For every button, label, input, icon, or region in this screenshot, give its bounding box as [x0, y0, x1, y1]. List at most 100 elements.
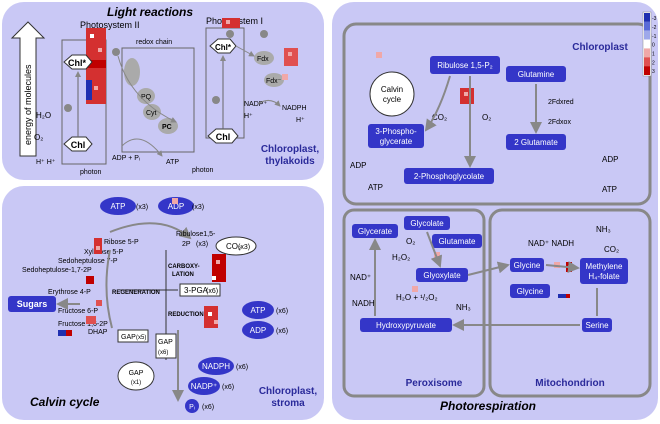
ribulose15b-label: 2P [182, 241, 191, 248]
glutamine-label: Glutamine [518, 70, 555, 79]
glycolate-node [404, 216, 450, 230]
nadp-label: NADP⁺ [244, 101, 267, 108]
calvin-gap-x5: (x5) [136, 335, 146, 341]
ps1-top-carrier-icon [226, 30, 234, 38]
cyt-node [143, 104, 161, 120]
serine-node [582, 318, 612, 332]
ps2-heatmap [86, 28, 106, 104]
photo-calvin-label-2: cycle [383, 95, 402, 104]
legend-swatch [644, 66, 650, 75]
atp-synth-arrow [121, 138, 163, 157]
ps1-chl-star-label: Chl* [215, 43, 232, 52]
ribose5p-label: Ribose 5-P [104, 239, 139, 246]
ps1-heatmap [222, 18, 240, 28]
calvin-subtitle-2: stroma [271, 398, 305, 409]
calvin-gap-label-1: GAP [121, 334, 136, 341]
chain-component-icon [124, 58, 140, 86]
glycolate-label: Glycolate [410, 219, 444, 228]
ps2-chl-star-node [63, 54, 93, 70]
calvin-adp-top-node [158, 197, 194, 215]
fdx-ox-label: 2Fdxox [548, 119, 571, 126]
legend-swatch [644, 57, 650, 67]
legend-swatch [644, 13, 650, 22]
legend-tick-label: 1 [652, 52, 655, 58]
methylene-label-1: Methylene [586, 262, 623, 271]
legend-tick-label: -3 [652, 16, 657, 22]
phosphoglycolate-label: 2-Phosphoglycolate [414, 172, 485, 181]
calvin-nadp-x6: (x6) [222, 384, 234, 391]
mitochondrion-compartment [488, 208, 652, 398]
calvin-nadp-label: NADP⁺ [191, 382, 217, 391]
calvin-subtitle-1: Chloroplast, [259, 386, 318, 397]
glycine2-node [510, 284, 550, 298]
perox-nad-label: NAD⁺ [350, 273, 371, 282]
ps2-chl-node [63, 136, 93, 152]
peroxisome-compartment [342, 208, 486, 398]
ps2-chl-label: Chl [71, 140, 86, 150]
glycerate-node [352, 224, 398, 238]
light-subtitle-2: thylakoids [265, 156, 315, 167]
glutamate-label: Glutamate [439, 237, 476, 246]
calvin-nadph-node [198, 357, 234, 375]
glyoxylate-to-glycine-arrow [467, 261, 510, 276]
photon-label-1: photon [80, 169, 102, 176]
calvin-adp-node [242, 321, 274, 339]
calvin-co2-label: CO₂ [226, 242, 241, 251]
reduction-label: REDUCTION [168, 312, 204, 318]
photo-adp-left-label: ADP [350, 161, 366, 170]
fdx-red-label: 2Fdxred [548, 99, 574, 106]
mito-nh3-label: NH₃ [596, 225, 611, 234]
calvin-pga-node [179, 283, 221, 297]
nadp-reduction-arrow [257, 100, 281, 107]
calvin-gap-x6: (x6) [158, 350, 168, 356]
ps1-chl-node [207, 128, 239, 144]
glycolate-oxidase-arrow [426, 231, 443, 268]
sedohept17-label: Sedoheptulose-1,7-2P [22, 267, 92, 274]
photo-pga-node [368, 124, 424, 148]
xylulose-label: Xylulose 5-P [84, 249, 124, 256]
ribulose-heatmap [460, 88, 474, 104]
sugars-label: Sugars [17, 299, 48, 309]
energy-axis-label: energy of molecules [23, 64, 33, 145]
photo-adp-label: ADP [602, 155, 618, 164]
chloroplast-compartment [342, 22, 652, 206]
carboxylation2-label: LATION [172, 272, 194, 278]
calvin-pga-label: 3-PGA [184, 286, 209, 295]
glycine1-node [510, 258, 544, 272]
calvin-gap-x5-node [117, 329, 149, 343]
h2o-label: H₂O [36, 111, 51, 120]
legend-tick-label: 2 [652, 60, 655, 66]
calvin-gap-out-node [117, 361, 155, 391]
photo-atp-label-right: ATP [602, 185, 617, 194]
fructose16-label: Fructose 1,6-2P [58, 321, 108, 328]
calvin-pi-label: Pᵢ [189, 404, 195, 411]
legend-swatch [644, 39, 650, 49]
peroxisome-label: Peroxisome [406, 378, 463, 389]
perox-h2o2-label: H₂O₂ [392, 253, 410, 262]
photo-ribulose-node [430, 56, 500, 74]
ribulose15-label: Ribulose1,5- [176, 231, 216, 238]
photo-ribulose-label: Ribulose 1,5-P₂ [437, 61, 493, 70]
h-plus2-label: H⁺ [244, 113, 253, 120]
glycerate-label: Glycerate [358, 227, 393, 236]
adp-heat-cell [172, 198, 178, 204]
regeneration-heatmap [58, 238, 102, 336]
photo-calvin-label-1: Calvin [381, 85, 403, 94]
pc-label: PC [162, 124, 172, 131]
fdx-minus-node [264, 73, 284, 87]
o2-label: O₂ [34, 133, 43, 142]
reduction-heatmap [204, 306, 218, 328]
regen-to-ribulose-arrow [109, 222, 192, 240]
fructose6p-label: Fructose 6-P [58, 308, 98, 315]
fdx-carrier-icon [260, 30, 268, 38]
chloroplast-label: Chloroplast [572, 42, 628, 53]
photo-pga-label-1: 3-Phospho- [375, 127, 417, 136]
legend-tick-label: -2 [652, 25, 657, 31]
calvin-atp-top-node [100, 197, 136, 215]
legend-tick-label: 3 [652, 69, 655, 75]
photon-label-2: photon [192, 167, 214, 174]
fdx-label: Fdx [257, 56, 269, 63]
adp-pi-label: ADP + Pᵢ [112, 155, 140, 162]
calvin-nadph-label: NADPH [202, 362, 230, 371]
